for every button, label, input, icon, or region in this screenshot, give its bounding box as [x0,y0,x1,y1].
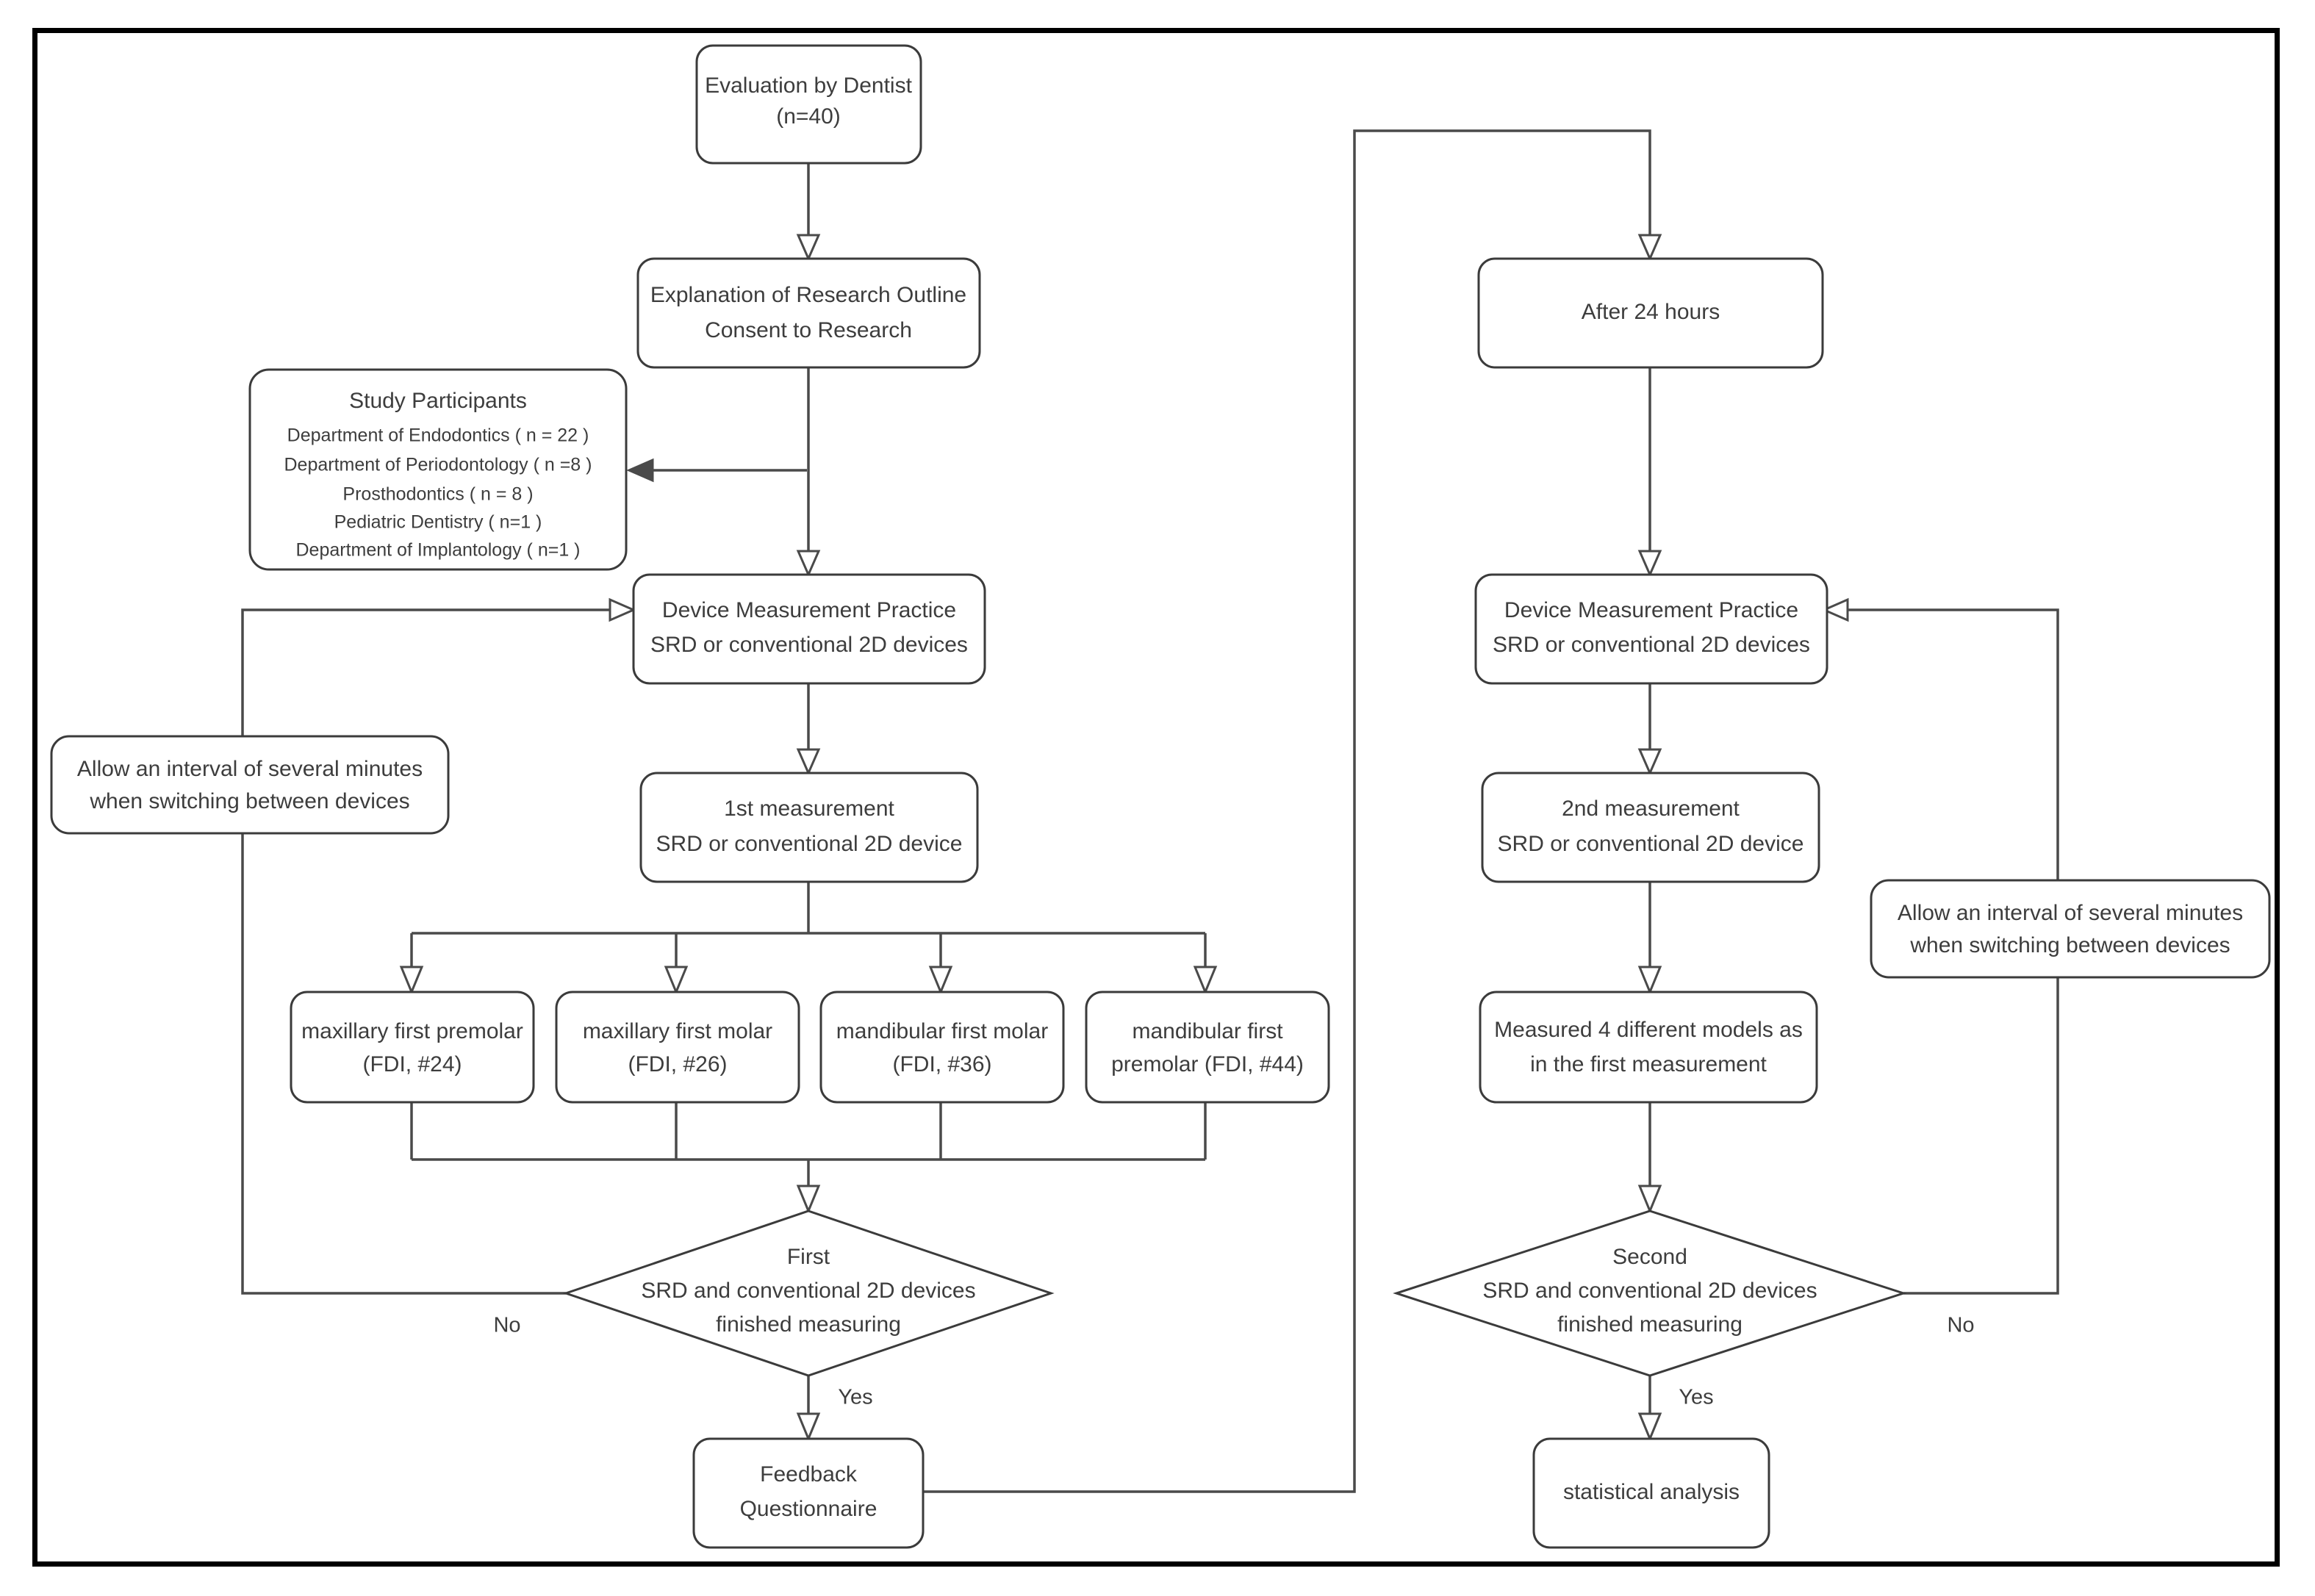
node-second-measurement[interactable]: 2nd measurement SRD or conventional 2D d… [1481,772,1820,883]
participants-row-3: Pediatric Dentistry ( n=1 ) [334,512,542,533]
feedback-line2: Questionnaire [740,1497,877,1521]
tooth-3-line1: mandibular first [1132,1019,1283,1043]
measurement1-line2: SRD or conventional 2D device [656,832,963,856]
connector-left-no-loop [241,597,636,1295]
interval-left-line1: Allow an interval of several minutes [77,757,423,781]
decision1-line3: finished measuring [716,1312,901,1337]
connector-practice2-to-measurement2 [1637,683,1662,776]
connector-measurement2-to-models [1637,867,1662,995]
node-device-measurement-practice-first[interactable]: Device Measurement Practice SRD or conve… [632,573,986,685]
participants-row-4: Department of Implantology ( n=1 ) [296,540,581,561]
practice2-line2: SRD or conventional 2D devices [1493,633,1810,657]
decision2-yes-label: Yes [1679,1386,1713,1409]
decision1-line2: SRD and conventional 2D devices [641,1279,975,1303]
node-measured-four-models[interactable]: Measured 4 different models as in the fi… [1479,991,1818,1104]
decision2-no-label: No [1947,1314,1974,1337]
explanation-line1: Explanation of Research Outline [650,283,966,307]
node-tooth-maxillary-first-premolar[interactable]: maxillary first premolar (FDI, #24) [290,991,535,1104]
decision1-no-label: No [493,1314,520,1337]
tooth-0-line1: maxillary first premolar [301,1019,523,1043]
node-tooth-mandibular-first-molar[interactable]: mandibular first molar (FDI, #36) [819,991,1065,1104]
decision1-yes-label: Yes [838,1386,872,1409]
participants-title: Study Participants [349,389,527,413]
connector-after24-to-practice [1637,367,1662,578]
connector-measurement-to-teeth [399,867,1218,995]
node-evaluation-by-dentist[interactable]: Evaluation by Dentist (n=40) [695,44,922,165]
node-explanation-consent[interactable]: Explanation of Research Outline Consent … [636,257,981,369]
tooth-2-line1: mandibular first molar [836,1019,1048,1043]
node-tooth-mandibular-first-premolar[interactable]: mandibular first premolar (FDI, #44) [1085,991,1330,1104]
node-feedback-questionnaire[interactable]: Feedback Questionnaire [692,1437,925,1549]
tooth-0-line2: (FDI, #24) [362,1052,462,1076]
connector-evaluation-to-explanation [796,163,821,262]
decision1-line1: First [787,1245,830,1269]
evaluation-line2: (n=40) [776,104,841,129]
node-after-24-hours[interactable]: After 24 hours [1477,257,1824,369]
node-interval-note-right[interactable]: Allow an interval of several minutes whe… [1870,879,2271,979]
explanation-line2: Consent to Research [705,318,912,342]
measurement2-line2: SRD or conventional 2D device [1498,832,1804,856]
interval-right-line1: Allow an interval of several minutes [1898,901,2243,925]
tooth-1-line1: maxillary first molar [583,1019,772,1043]
connector-models-to-decision2 [1637,1102,1662,1214]
connector-explanation-to-practice [796,367,821,578]
decision2-line3: finished measuring [1557,1312,1742,1337]
analysis-line1: statistical analysis [1563,1480,1740,1504]
connector-right-yes-to-analysis [1637,1376,1662,1442]
connector-explanation-to-participants [626,458,807,483]
node-statistical-analysis[interactable]: statistical analysis [1532,1437,1770,1549]
feedback-line1: Feedback [760,1462,858,1487]
after24-line1: After 24 hours [1582,300,1720,324]
connector-practice-to-measurement [796,683,821,776]
decision2-line1: Second [1612,1245,1687,1269]
interval-left-line2: when switching between devices [89,789,409,813]
node-decision-second[interactable]: Second SRD and conventional 2D devices f… [1393,1209,1907,1377]
practice1-line1: Device Measurement Practice [662,598,956,622]
participants-row-2: Prosthodontics ( n = 8 ) [342,484,533,505]
measurement2-line1: 2nd measurement [1562,797,1740,821]
node-interval-note-left[interactable]: Allow an interval of several minutes whe… [50,735,450,835]
models-line1: Measured 4 different models as [1494,1018,1803,1042]
node-decision-first[interactable]: First SRD and conventional 2D devices fi… [562,1209,1055,1377]
tooth-2-line2: (FDI, #36) [892,1052,991,1076]
evaluation-line1: Evaluation by Dentist [705,73,912,98]
decision2-line2: SRD and conventional 2D devices [1482,1279,1817,1303]
tooth-1-line2: (FDI, #26) [628,1052,727,1076]
participants-row-1: Department of Periodontology ( n =8 ) [284,455,592,475]
connector-feedback-to-after24 [923,129,1662,1493]
practice2-line1: Device Measurement Practice [1504,598,1798,622]
tooth-3-line2: premolar (FDI, #44) [1111,1052,1304,1076]
node-first-measurement[interactable]: 1st measurement SRD or conventional 2D d… [639,772,979,883]
participants-row-0: Department of Endodontics ( n = 22 ) [287,425,589,446]
interval-right-line2: when switching between devices [1909,933,2230,957]
node-tooth-maxillary-first-molar[interactable]: maxillary first molar (FDI, #26) [555,991,800,1104]
measurement1-line1: 1st measurement [724,797,894,821]
node-device-measurement-practice-second[interactable]: Device Measurement Practice SRD or conve… [1474,573,1828,685]
node-study-participants[interactable]: Study Participants Department of Endodon… [248,368,628,571]
practice1-line2: SRD or conventional 2D devices [650,633,968,657]
models-line2: in the first measurement [1530,1052,1767,1076]
connector-left-yes-to-feedback [796,1376,821,1442]
connector-teeth-to-decision [410,1102,1207,1214]
